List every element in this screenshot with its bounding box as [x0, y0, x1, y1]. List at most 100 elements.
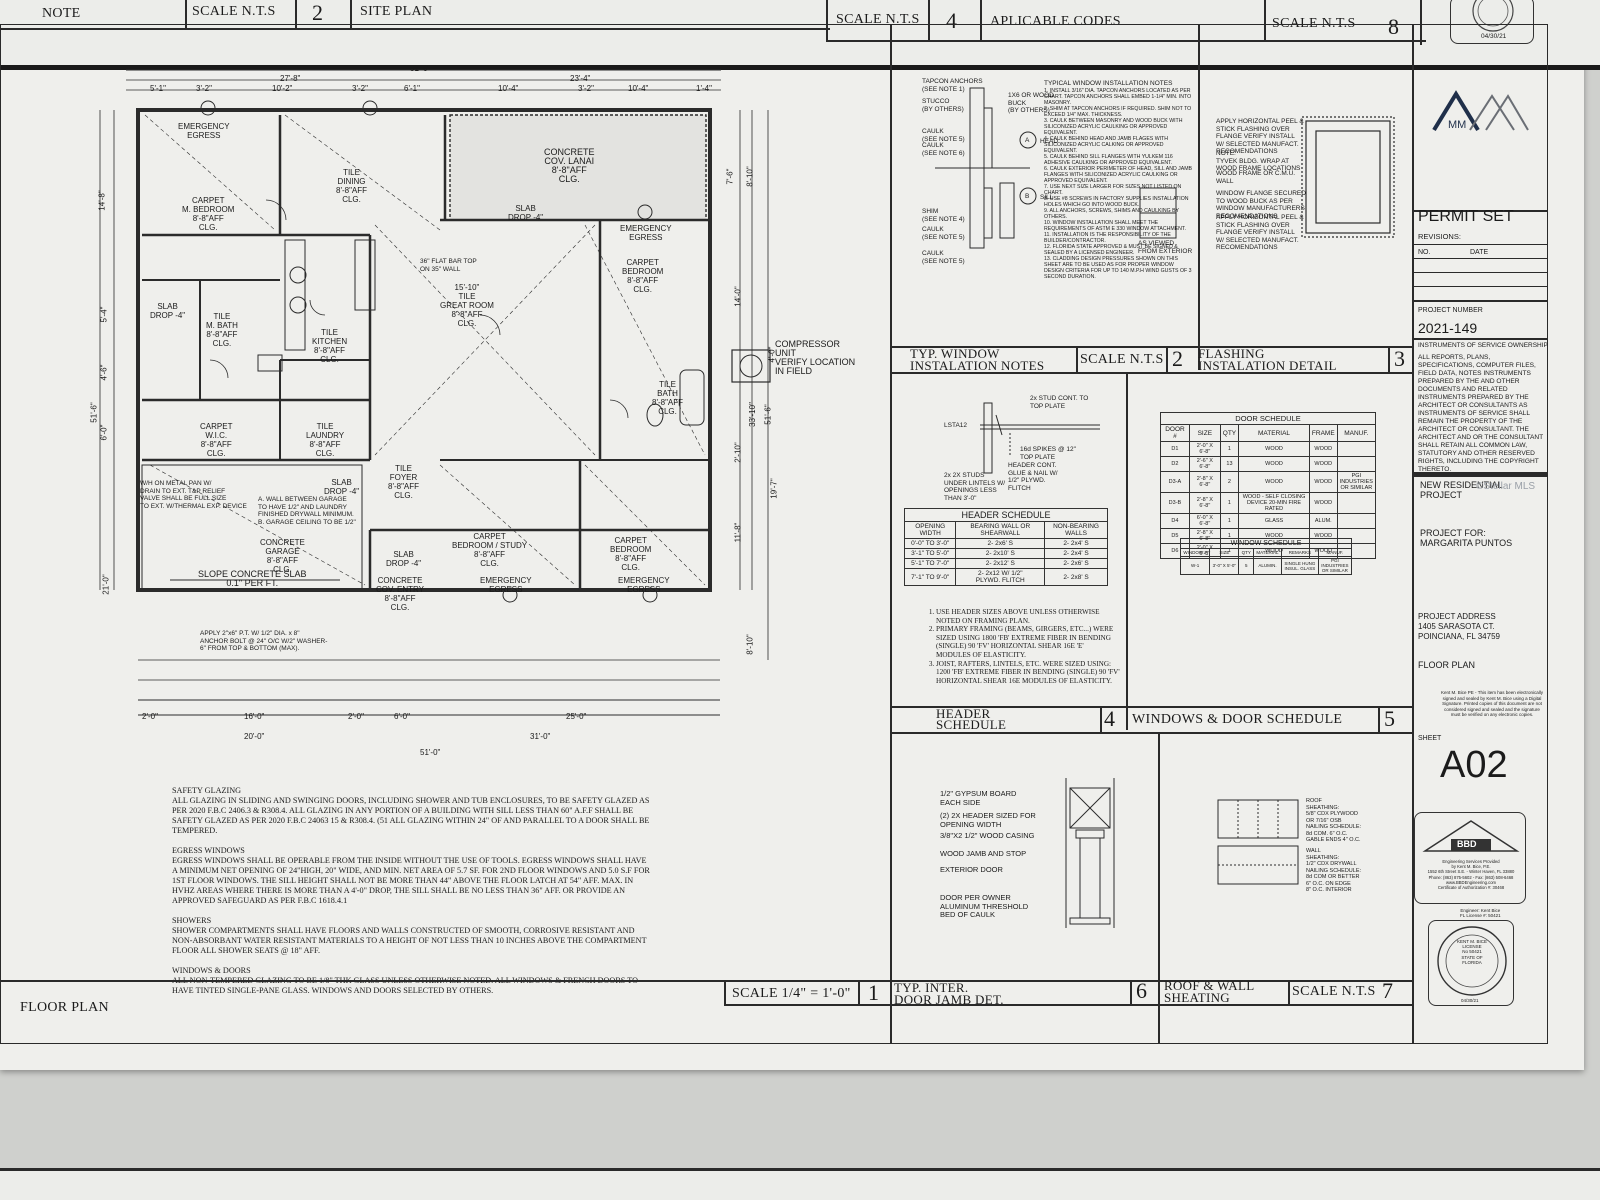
dim-left: 21'-0"	[101, 574, 111, 595]
seal-icon	[1472, 0, 1514, 32]
table-cell: SINGLE HUNG INSUL. GLASS	[1280, 556, 1319, 575]
room-label: CARPET BEDROOM 8'-8"AFF CLG.	[622, 258, 664, 294]
detail-number: 5	[1384, 706, 1395, 731]
anchor-note: APPLY 2"x6" P.T. W/ 1/2" DIA. x 8" ANCHO…	[200, 630, 328, 652]
room-label: CARPET M. BEDROOM 8'-8"AFF CLG.	[182, 196, 235, 232]
seal-icon	[1437, 926, 1507, 996]
dim-overall-top: 51'-0"	[410, 64, 431, 73]
site-plan-label: SITE PLAN	[360, 4, 433, 19]
dim-right: 14'-0"	[733, 286, 743, 307]
room-label: TILE FOYER 8'-8"AFF CLG.	[388, 464, 420, 500]
sheathing-detail	[1217, 799, 1299, 885]
showers-heading: SHOWERS	[172, 916, 212, 925]
room-label: TILE M. BATH 8'-8"AFF CLG.	[206, 312, 238, 348]
room-label: CONCRETE GARAGE 8'-8"AFF CLG.	[260, 538, 305, 574]
dim-bottom: 20'-0"	[244, 732, 265, 741]
table-cell: 2'-0" X 6'-8"	[1188, 441, 1221, 457]
general-notes: SAFETY GLAZING ALL GLAZING IN SLIDING AN…	[172, 786, 652, 996]
dim-top: 3'-2"	[352, 84, 368, 93]
table-cell: WOOD	[1238, 471, 1310, 493]
jamb-label: (2) 2X HEADER SIZED FOR OPENING WIDTH	[940, 811, 1036, 829]
scale-label: SCALE N.T.S	[1080, 352, 1164, 367]
detail-number: 4	[1104, 706, 1115, 731]
table-cell: 2- 2x12 W/ 1/2" PLYWD. FLITCH	[955, 568, 1046, 586]
bbd-text: BBD	[1457, 839, 1477, 849]
col-header: SIZE	[1188, 424, 1221, 442]
section-title: WINDOWS & DOOR SCHEDULE	[1132, 712, 1343, 727]
revisions-label: REVISIONS:	[1418, 232, 1461, 241]
revisions-date: DATE	[1470, 249, 1489, 256]
flashing-note: APPLY HORIZONTAL PEEL & STICK FLASHING O…	[1216, 214, 1304, 251]
dim-top: 5'-1"	[150, 84, 166, 93]
window-detail-label: CAULK (SEE NOTE 5)	[922, 128, 965, 143]
dim-top: 10'-4"	[628, 84, 649, 93]
dim-bottom: 51'-0"	[420, 748, 441, 757]
engineer-info: Engineer: Kent Bice FL License #: 50421	[1460, 908, 1501, 918]
section-title: TYP. WINDOW INSTALATION NOTES	[910, 346, 1045, 373]
scale-label: SCALE N.T.S	[1292, 984, 1376, 999]
bar-top-note: 36" FLAT BAR TOP ON 35" WALL	[420, 258, 477, 273]
window-schedule: WINDOW SCHEDULE WINDOW # SIZE QTY MATERI…	[1179, 538, 1353, 575]
table-cell: 2- 2x4' S	[1044, 548, 1108, 559]
flashing-note: APPLY HORIZONTAL PEEL & STICK FLASHING O…	[1216, 118, 1304, 155]
scale-label: SCALE 1/4" = 1'-0"	[732, 986, 851, 1001]
detail-number: 2	[312, 0, 323, 25]
head-marker: A	[1025, 137, 1030, 144]
col-header: MANUF.	[1317, 548, 1353, 557]
dim-right: 19'-7"	[769, 478, 779, 499]
detail-number: 8	[1388, 14, 1399, 39]
dim-right: 4'-0"	[767, 346, 777, 363]
table-cell: 2- 2x12' S	[955, 558, 1046, 569]
room-label: SLAB DROP -4"	[508, 204, 544, 222]
floor-plan-drawing	[99, 69, 771, 716]
dim-right: 8'-10"	[745, 634, 755, 655]
bbd-contact: Engineering Services Provided by Kent M.…	[1427, 859, 1515, 891]
header-schedule-title: HEADER SCHEDULE	[904, 508, 1108, 522]
col-header: NON-BEARING WALLS	[1044, 521, 1108, 539]
window-detail-label: CAULK (SEE NOTE 5)	[922, 250, 965, 265]
window-detail-label: 1X6 OR WOOD BUCK (BY OTHERS)	[1008, 92, 1054, 114]
detail-number: 3	[1394, 346, 1405, 371]
engineer-seal: KENT M. BICE LICENSE No 50421 STATE OF F…	[1428, 920, 1514, 1006]
dim-bottom: 25'-0"	[566, 712, 587, 721]
window-install-detail	[935, 87, 1177, 249]
project-number-label: PROJECT NUMBER	[1418, 307, 1483, 314]
revisions-no: NO.	[1418, 249, 1431, 256]
table-cell: D2	[1160, 456, 1190, 472]
wall-sheathing-note: WALL SHEATHING: 1/2" CDX DRYWALL NAILING…	[1306, 848, 1362, 893]
room-label: CONCRETE COV. ENTRY 8'-8"AFF CLG.	[376, 576, 425, 612]
window-detail-label: STUCCO (BY OTHERS)	[922, 98, 964, 113]
table-cell	[1336, 513, 1377, 529]
logo-text: MM	[1448, 119, 1466, 131]
window-notes-text: TYPICAL WINDOW INSTALLATION NOTES 1. INS…	[1044, 80, 1194, 280]
header-note: JOIST, RAFTERS, LINTELS, ETC. WERE SIZED…	[936, 660, 1120, 686]
scale-label: SCALE N.T.S	[192, 4, 276, 19]
table-cell: WOOD	[1308, 456, 1338, 472]
table-row: W-1 3'-0" X 5'-0" 5 ALUMIN. SINGLE HUNG …	[1179, 556, 1353, 575]
dim-bottom: 2'-0"	[142, 712, 158, 721]
table-cell: 2- 2x8' S	[1044, 568, 1108, 586]
table-cell: 2'-8" X 6'-8"	[1188, 471, 1221, 493]
seal-date: 04/30/21	[1461, 998, 1479, 1003]
dim-bottom: 31'-0"	[530, 732, 551, 741]
room-label: CARPET BEDROOM 8'-8"AFF CLG.	[610, 536, 652, 572]
bbd-logo-box: BBD Engineering Services Provided by Ken…	[1414, 812, 1526, 904]
dim-bottom: 2'-0"	[348, 712, 364, 721]
safety-heading: SAFETY GLAZING	[172, 786, 242, 795]
head-label: HEAD	[1040, 138, 1059, 145]
table-cell: D3-A	[1160, 471, 1190, 493]
table-cell: PGI INDUSTRIES OR SIMILAR	[1336, 471, 1377, 493]
col-header: WINDOW #	[1179, 548, 1211, 557]
dim-top: 27'-8"	[280, 74, 301, 83]
dim-right: 33'-10"	[747, 402, 757, 427]
table-cell: 2- 2x10' S	[955, 548, 1046, 559]
table-cell: 2- 2x6' S	[955, 538, 1046, 549]
detail-number: 2	[1172, 346, 1183, 371]
flashing-note: WINDOW FLANGE SECURED TO WOOD BUCK AS PE…	[1216, 190, 1306, 220]
table-cell	[1336, 492, 1377, 514]
dim-top: 23'-4"	[570, 74, 591, 83]
table-cell: 13	[1219, 456, 1240, 472]
